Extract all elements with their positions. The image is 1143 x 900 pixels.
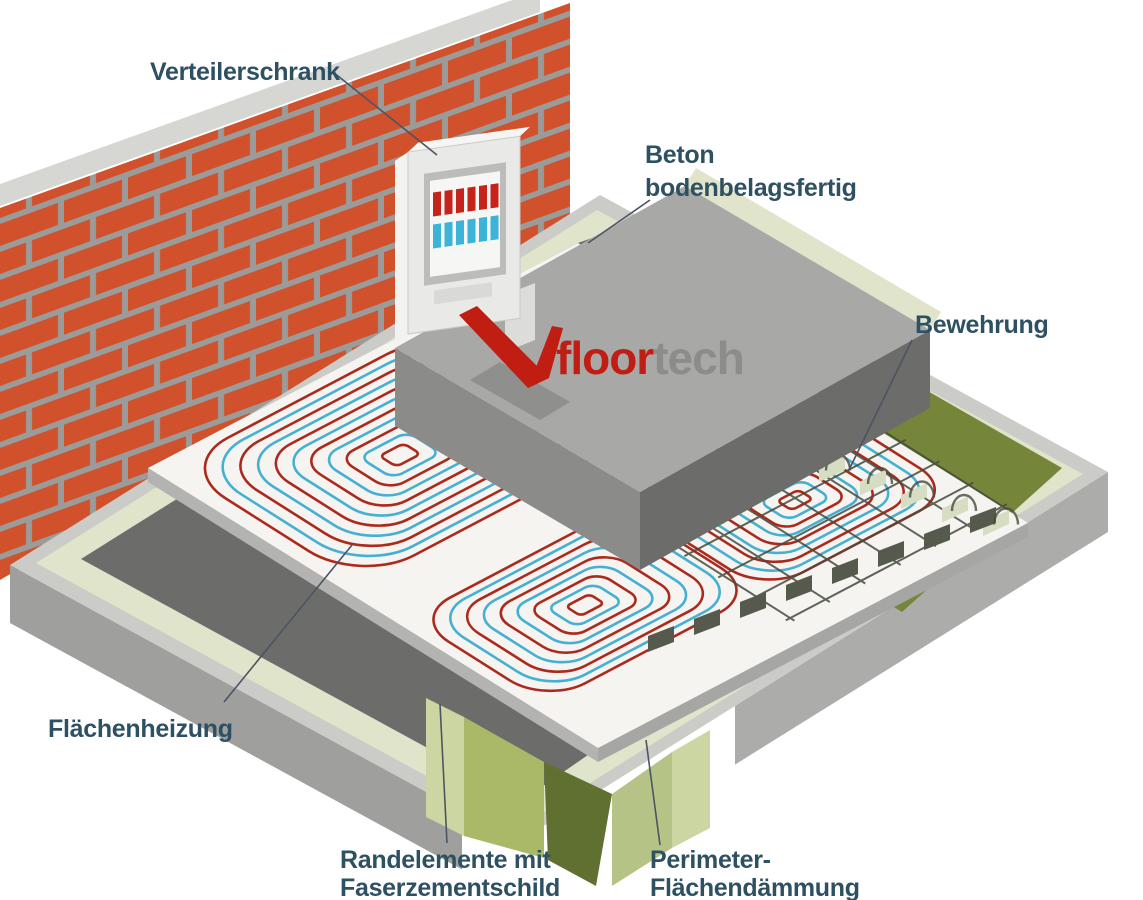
circuit2-pipe-ring [566, 594, 605, 616]
return-valve [490, 215, 499, 241]
label-bewehrung: Bewehrung [915, 311, 1048, 339]
logo-text: floortech [556, 332, 744, 384]
leader-randelemente [439, 703, 448, 844]
floortech-logo: floortech [459, 306, 745, 388]
label-perimeter-line1: Perimeter- [650, 846, 771, 874]
label-beton-line1: Beton [645, 141, 714, 169]
circuit2-pipe-ring [488, 550, 681, 660]
supply-valve [456, 188, 464, 214]
circuit2-pipe-ring [450, 528, 720, 681]
mesh-hook-wire [992, 507, 1020, 525]
label-perimeter-line2: Flächendämmung [650, 874, 860, 900]
screed-edge-right [598, 523, 1028, 762]
slab-notch [470, 362, 570, 420]
supply-valve [444, 189, 453, 215]
mesh-hook-wire [950, 493, 978, 512]
mesh-spacer-tile [860, 469, 886, 496]
supply-valve [490, 183, 499, 209]
wall-capping [0, 0, 540, 206]
slab-back-rim [685, 168, 941, 330]
circuit2-pipe-ring [508, 561, 662, 649]
mesh-support-block [740, 592, 766, 618]
insulation-cut-face-b [612, 752, 672, 886]
slab-face-left [395, 348, 640, 570]
mesh-wire [718, 461, 939, 577]
mesh-support-block [786, 575, 812, 601]
leader-verteilerschrank [332, 71, 438, 156]
leader-lines [223, 71, 913, 846]
leader-bewehrung [847, 339, 913, 473]
circuit2-pipe-ring [469, 539, 701, 670]
mesh-support-block [970, 507, 996, 533]
label-randelemente-line1: Randelemente mit [340, 846, 552, 874]
supply-valve [479, 184, 487, 211]
cabinet-top-face [408, 126, 530, 152]
mesh-support-block [832, 558, 858, 584]
insulation-cut-face-a [464, 717, 544, 858]
label-randelemente-line2: Faserzementschild [340, 874, 560, 900]
screed-edge-left [148, 468, 598, 762]
slab-face-right [640, 330, 930, 570]
return-valve [467, 218, 476, 244]
leader-flaechenheizung [223, 544, 353, 703]
label-flaechenheizung: Flächenheizung [48, 715, 233, 743]
mesh-support-block [878, 541, 904, 567]
mesh-support-block [694, 609, 720, 635]
return-valve [444, 221, 453, 247]
leader-perimeter [645, 739, 661, 846]
logo-swoosh-icon [459, 306, 549, 388]
mesh-wire [752, 483, 973, 599]
logo-tech: tech [653, 332, 744, 384]
return-valve [456, 220, 464, 246]
cabinet-vent [434, 282, 492, 305]
mesh-hook-wire [908, 480, 936, 498]
mesh-spacer-tile [901, 483, 927, 509]
supply-valve [467, 186, 476, 212]
return-valve [479, 216, 487, 243]
cutaway-section [426, 698, 735, 900]
distribution-cabinet [395, 126, 530, 343]
circuit2-pipe-ring [431, 517, 740, 692]
logo-swoosh-tail-icon [528, 326, 563, 388]
edge-element-right [672, 730, 710, 848]
mesh-support-block [648, 626, 674, 652]
mesh-support-blocks [648, 507, 996, 652]
return-valve [433, 223, 441, 249]
mesh-support-block [924, 524, 950, 550]
manifold-valves-supply [433, 183, 499, 217]
logo-floor: floor [556, 332, 654, 384]
label-beton-line2: bodenbelagsfertig [645, 174, 857, 202]
edge-element-left [426, 698, 464, 836]
platform-side-left [10, 565, 518, 900]
cabinet-side-face [395, 152, 408, 343]
label-verteilerschrank: Verteilerschrank [150, 58, 340, 86]
labels: Verteilerschrank Beton bodenbelagsfertig… [48, 58, 1049, 900]
supply-valve [433, 191, 441, 217]
insulation-cut-wedge [544, 762, 612, 886]
circuit3-pipe-ring [777, 490, 813, 510]
leader-beton [587, 199, 651, 244]
mesh-spacer-tile [819, 456, 845, 482]
circuit1-pipe-ring [379, 443, 420, 466]
mesh-hook-wire [866, 466, 894, 485]
slab-top [395, 186, 930, 492]
concrete-slab [395, 168, 941, 570]
circuit2-pipe-ring [546, 583, 623, 627]
mesh-spacer-tile [942, 496, 968, 523]
recess-band [81, 237, 598, 800]
circuit2-pipe-ring [527, 572, 643, 638]
manifold-valves-return [433, 215, 499, 249]
